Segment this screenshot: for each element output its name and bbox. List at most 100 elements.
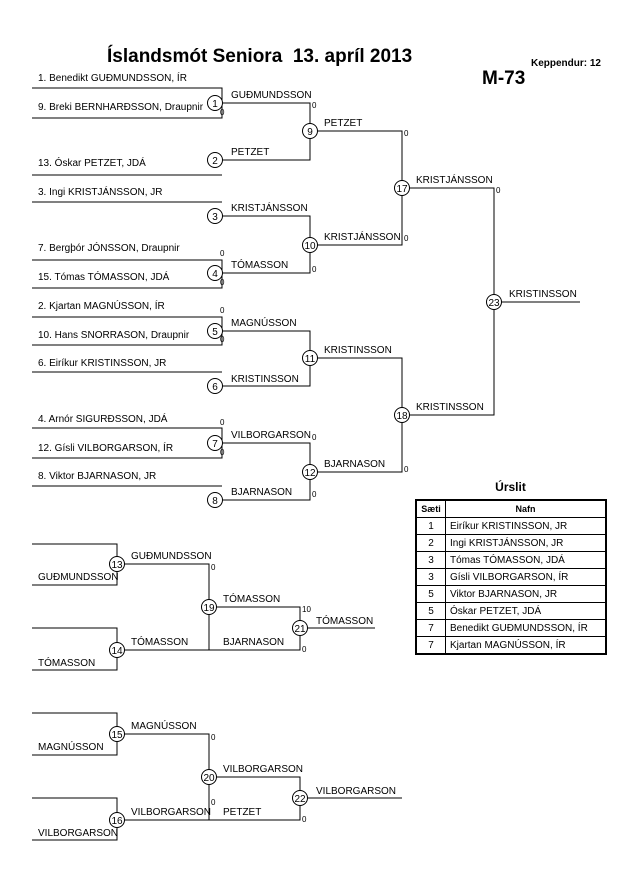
match-15-score: 0 <box>211 733 216 742</box>
match-6-number: 6 <box>212 382 218 393</box>
match-20-number: 20 <box>203 773 215 784</box>
player-8: 8. Viktor BJARNASON, JR <box>38 471 156 482</box>
match-18-circle: 18 <box>394 407 410 423</box>
match-5-score-top: 0 <box>220 306 225 315</box>
match-4-number: 4 <box>212 269 218 280</box>
match-7-number: 7 <box>212 439 218 450</box>
match-13-top: GUÐMUNDSSON <box>131 551 212 562</box>
match-15-top: MAGNÚSSON <box>131 719 197 732</box>
result-name: Tómas TÓMASSON, JDÁ <box>445 551 607 569</box>
match-2-number: 2 <box>212 156 218 167</box>
match-19-winner: TÓMASSON <box>223 592 280 605</box>
match-21-score-bottom: 0 <box>302 645 307 654</box>
match-23-winner: KRISTINSSON <box>509 289 577 300</box>
player-7: 7. Bergþór JÓNSSON, Draupnir <box>38 241 180 254</box>
match-18-number: 18 <box>396 411 408 422</box>
match-5-score-bottom: 0 <box>220 335 225 344</box>
match-8-winner: BJARNASON <box>231 487 292 498</box>
match-2-winner: PETZET <box>231 147 269 158</box>
match-4-circle: 4 <box>207 265 223 281</box>
result-place: 3 <box>415 568 446 586</box>
match-23-circle: 23 <box>486 294 502 310</box>
match-21-circle: 21 <box>292 620 308 636</box>
match-7-circle: 7 <box>207 435 223 451</box>
match-5-circle: 5 <box>207 323 223 339</box>
player-13: 13. Óskar PETZET, JDÁ <box>38 156 146 169</box>
match-8-number: 8 <box>212 496 218 507</box>
match-1-score-bottom: 0 <box>220 108 225 117</box>
result-name: Óskar PETZET, JDÁ <box>445 602 607 620</box>
match-15-circle: 15 <box>109 726 125 742</box>
match-14-circle: 14 <box>109 642 125 658</box>
match-23-score-top: 0 <box>496 186 501 195</box>
result-name: Eiríkur KRISTINSSON, JR <box>445 517 607 535</box>
result-name: Gísli VILBORGARSON, ÍR <box>445 568 607 586</box>
match-6-circle: 6 <box>207 378 223 394</box>
match-5-number: 5 <box>212 327 218 338</box>
match-15-bottom: MAGNÚSSON <box>38 740 104 753</box>
player-9: 9. Breki BERNHARÐSSON, Draupnir <box>38 102 204 113</box>
match-16-number: 16 <box>111 816 123 827</box>
player-2: 2. Kjartan MAGNÚSSON, ÍR <box>38 299 165 312</box>
match-14-bottom: TÓMASSON <box>38 656 95 669</box>
page-title: Íslandsmót Seniora 13. apríl 2013 M-73 <box>0 24 630 90</box>
match-19-circle: 19 <box>201 599 217 615</box>
match-13-number: 13 <box>111 560 123 571</box>
results-header-row: Sæti Nafn <box>415 499 607 518</box>
player-1: 1. Benedikt GUÐMUNDSSON, ÍR <box>38 71 187 84</box>
match-11-number: 11 <box>305 354 316 365</box>
player-15: 15. Tómas TÓMASSON, JDÁ <box>38 270 170 283</box>
match-11-winner: KRISTINSSON <box>324 345 392 356</box>
result-place: 2 <box>415 534 446 552</box>
match-3-winner: KRISTJÁNSSON <box>231 201 308 214</box>
match-17-circle: 17 <box>394 180 410 196</box>
match-22-number: 22 <box>294 794 306 805</box>
match-6-winner: KRISTINSSON <box>231 374 299 385</box>
result-place: 1 <box>415 517 446 535</box>
match-17-score-top: 0 <box>404 129 409 138</box>
result-name: Benedikt GUÐMUNDSSON, ÍR <box>445 619 607 637</box>
match-12-score-top: 0 <box>312 433 317 442</box>
result-place: 3 <box>415 551 446 569</box>
match-23-number: 23 <box>488 298 500 309</box>
match-9-number: 9 <box>307 127 313 138</box>
player-10: 10. Hans SNORRASON, Draupnir <box>38 330 190 341</box>
match-22-score-bottom: 0 <box>302 815 307 824</box>
entrants-count: Keppendur: 12 <box>530 58 601 69</box>
match-14-top: TÓMASSON <box>131 635 188 648</box>
category-label: M-73 <box>482 68 526 89</box>
match-1-winner: GUÐMUNDSSON <box>231 90 312 101</box>
match-5-winner: MAGNÚSSON <box>231 316 297 329</box>
match-20-circle: 20 <box>201 769 217 785</box>
match-9-score-top: 0 <box>312 101 317 110</box>
match-1-circle: 1 <box>207 95 223 111</box>
match-14-number: 14 <box>111 646 123 657</box>
match-7-score-bottom: 0 <box>220 448 225 457</box>
match-3-circle: 3 <box>207 208 223 224</box>
match-3-number: 3 <box>212 212 218 223</box>
match-11-circle: 11 <box>302 350 318 366</box>
match-10-winner: KRISTJÁNSSON <box>324 230 401 243</box>
match-21-score-top: 10 <box>302 605 311 614</box>
result-place: 5 <box>415 602 446 620</box>
results-col-place: Sæti <box>415 499 446 518</box>
match-17-score-bottom: 0 <box>404 234 409 243</box>
match-10-number: 10 <box>304 241 316 252</box>
match-20-winner: VILBORGARSON <box>223 764 303 775</box>
match-21-number: 21 <box>294 624 306 635</box>
match-16-bottom: VILBORGARSON <box>38 828 118 839</box>
match-13-circle: 13 <box>109 556 125 572</box>
match-22-winner: VILBORGARSON <box>316 786 396 797</box>
result-name: Viktor BJARNASON, JR <box>445 585 607 603</box>
match-15-number: 15 <box>111 730 123 741</box>
result-place: 5 <box>415 585 446 603</box>
result-place: 7 <box>415 619 446 637</box>
match-21-bottom: BJARNASON <box>223 637 284 648</box>
match-number-circles: 1 2 3 4 5 6 7 8 9 10 11 12 17 18 23 13 1… <box>109 95 502 828</box>
